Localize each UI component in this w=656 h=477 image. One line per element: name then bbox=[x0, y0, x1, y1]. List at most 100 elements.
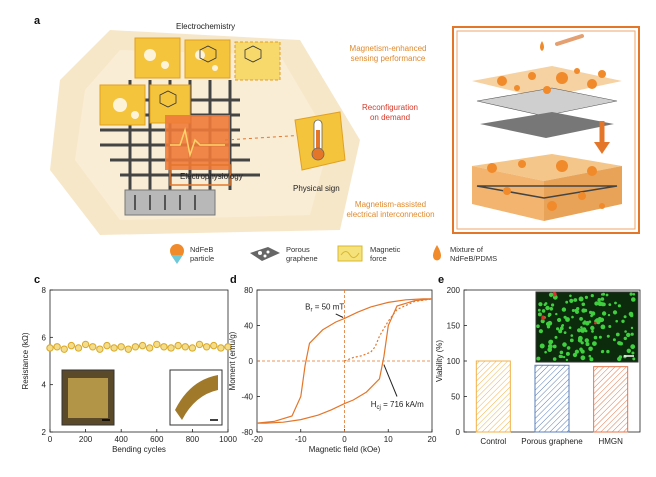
legend: NdFeB particle Porous graphene Magnetic … bbox=[168, 243, 568, 273]
cell-dot bbox=[569, 338, 574, 343]
cell-dot bbox=[573, 298, 578, 302]
cell-dot bbox=[581, 302, 586, 307]
cell-dot bbox=[559, 326, 564, 331]
data-point bbox=[131, 343, 140, 351]
cell-dot bbox=[552, 291, 557, 297]
cell-dot bbox=[608, 303, 612, 306]
cell-dot bbox=[629, 292, 633, 296]
cell-dot bbox=[559, 350, 564, 355]
data-point bbox=[181, 343, 189, 351]
porous-graphene-icon bbox=[250, 247, 280, 261]
mixture-droplet-icon bbox=[433, 245, 441, 261]
x-tick-label: 400 bbox=[115, 435, 129, 444]
cell-dot bbox=[590, 325, 595, 331]
y-tick-label: -80 bbox=[241, 428, 253, 437]
data-point bbox=[210, 341, 218, 350]
cell-dot bbox=[570, 334, 574, 337]
legend-label: Mixture of NdFeB/PDMS bbox=[450, 245, 498, 263]
data-point bbox=[174, 341, 182, 350]
cell-dot bbox=[602, 292, 606, 296]
cell-dot bbox=[548, 292, 554, 297]
legend-label: Porous graphene bbox=[286, 245, 318, 263]
cell-dot bbox=[588, 346, 593, 352]
cell-dot bbox=[547, 347, 552, 353]
cell-dot bbox=[569, 294, 572, 298]
cell-dot bbox=[555, 312, 558, 316]
panel-a-illustration bbox=[50, 30, 360, 235]
cell-dot bbox=[552, 344, 557, 349]
y-tick-label: 0 bbox=[249, 357, 254, 366]
cell-dot bbox=[597, 317, 603, 323]
cell-dot bbox=[600, 350, 604, 354]
cell-dot bbox=[543, 303, 547, 306]
y-tick-label: 0 bbox=[456, 428, 461, 437]
cell-dot bbox=[580, 349, 584, 353]
cell-dot bbox=[623, 336, 627, 341]
cell-dot bbox=[612, 338, 616, 342]
x-tick-label: 800 bbox=[186, 435, 200, 444]
x-tick-label: 1000 bbox=[219, 435, 237, 444]
cell-dot bbox=[590, 311, 596, 316]
cell-dot bbox=[590, 294, 594, 298]
inset-photo-device bbox=[68, 378, 108, 418]
cell-dot bbox=[538, 302, 543, 307]
cell-dot bbox=[558, 354, 562, 359]
hysteresis-curve bbox=[257, 298, 433, 424]
cell-dot bbox=[632, 357, 636, 361]
cell-dot bbox=[630, 326, 634, 330]
cell-dot bbox=[594, 321, 597, 325]
cell-dot bbox=[597, 301, 603, 307]
y-tick-label: 8 bbox=[42, 286, 47, 295]
cell-dot bbox=[580, 329, 583, 332]
cell-dot bbox=[584, 321, 590, 326]
cell-dot bbox=[556, 327, 560, 331]
cell-dot bbox=[571, 309, 575, 312]
cell-dot bbox=[574, 349, 579, 354]
x-tick-label: 20 bbox=[428, 435, 437, 444]
cell-dot bbox=[593, 335, 598, 340]
physical-sign-label: Physical sign bbox=[293, 184, 340, 193]
y-axis-label: Resistance (kΩ) bbox=[21, 332, 30, 389]
cell-dot bbox=[631, 351, 635, 355]
data-point bbox=[167, 344, 175, 352]
bar bbox=[475, 360, 511, 433]
cell-dot bbox=[544, 350, 547, 354]
data-point bbox=[53, 343, 61, 351]
data-point bbox=[96, 345, 104, 353]
data-point bbox=[60, 345, 68, 353]
x-axis-label: Bending cycles bbox=[112, 445, 166, 454]
data-point bbox=[202, 343, 211, 351]
data-point bbox=[195, 340, 204, 349]
thermometer-icon bbox=[294, 111, 346, 171]
cell-dot bbox=[558, 329, 563, 334]
cell-dot bbox=[580, 326, 583, 329]
y-tick-label: 4 bbox=[42, 381, 47, 390]
cell-dot bbox=[600, 297, 605, 301]
br-annotation: Br = 50 mT bbox=[305, 303, 344, 314]
cell-dot bbox=[561, 324, 564, 328]
cell-dot bbox=[615, 332, 620, 337]
cell-dot bbox=[605, 293, 609, 297]
cell-dots bbox=[536, 291, 636, 362]
cell-dot bbox=[580, 341, 584, 345]
cell-dot bbox=[624, 330, 627, 333]
cell-dot bbox=[601, 311, 607, 316]
cell-dot bbox=[565, 351, 570, 356]
cell-dot bbox=[626, 332, 631, 338]
legend-label: NdFeB particle bbox=[190, 245, 215, 263]
cell-dot bbox=[552, 357, 557, 361]
cell-dot bbox=[545, 321, 551, 327]
cell-dot bbox=[594, 301, 599, 306]
cell-dot bbox=[551, 303, 555, 307]
cell-dot bbox=[571, 315, 574, 319]
cell-dot bbox=[562, 355, 566, 359]
x-axis-label: Magnetic field (kOe) bbox=[309, 445, 381, 454]
cell-dot bbox=[630, 344, 636, 350]
cell-dot bbox=[589, 357, 594, 362]
cell-dot bbox=[618, 355, 623, 359]
cell-dot bbox=[575, 309, 579, 314]
panel-e-letter: e bbox=[438, 274, 445, 286]
y-tick-label: 200 bbox=[447, 286, 461, 295]
cell-dot bbox=[623, 315, 627, 319]
